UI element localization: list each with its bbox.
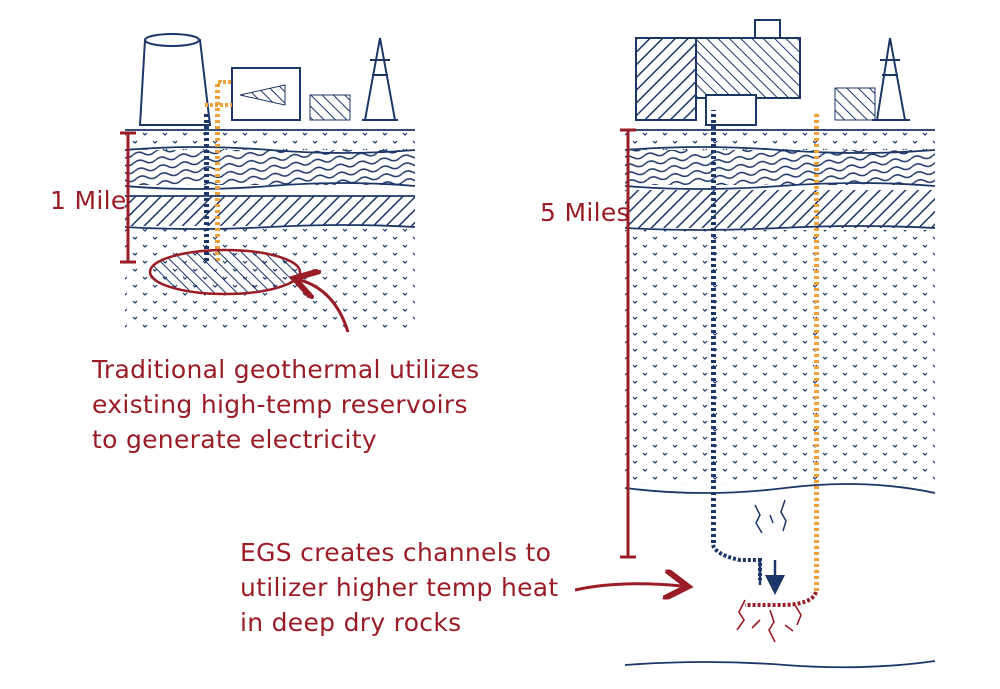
caption-line: existing high-temp reservoirs: [92, 390, 468, 419]
caption-line: utilizer higher temp heat: [240, 573, 559, 602]
caption-line: in deep dry rocks: [240, 608, 462, 637]
production-well: [215, 82, 220, 262]
production-well: [814, 112, 819, 592]
caption-line: EGS creates channels to: [240, 538, 552, 567]
caption-line: Traditional geothermal utilizes: [92, 355, 480, 384]
caption-line: to generate electricity: [92, 425, 377, 454]
depth-scale-5-miles: [620, 128, 636, 559]
depth-label-5-miles: 5 Miles: [540, 198, 630, 227]
pointer-arrow: [300, 280, 350, 333]
hot-fractures: [736, 599, 802, 643]
traditional-geothermal-scene: [120, 33, 416, 333]
injection-well: [711, 110, 716, 545]
egs-scene: [574, 19, 936, 669]
traditional-caption: Traditional geothermal utilizes existing…: [92, 352, 479, 457]
depth-label-1-mile: 1 Mile: [50, 186, 127, 215]
injection-well: [204, 112, 209, 262]
power-pylon-icon: [872, 37, 910, 121]
power-pylon-icon: [362, 37, 398, 121]
depth-scale-1-mile: [120, 131, 136, 264]
egs-caption: EGS creates channels to utilizer higher …: [240, 535, 559, 640]
power-plant-icon: [635, 37, 697, 121]
pointer-arrow: [574, 584, 682, 590]
fractures: [754, 499, 787, 534]
cooling-tower-icon: [138, 39, 212, 126]
substation-icon: [309, 94, 351, 121]
hot-reservoir: [148, 248, 302, 296]
